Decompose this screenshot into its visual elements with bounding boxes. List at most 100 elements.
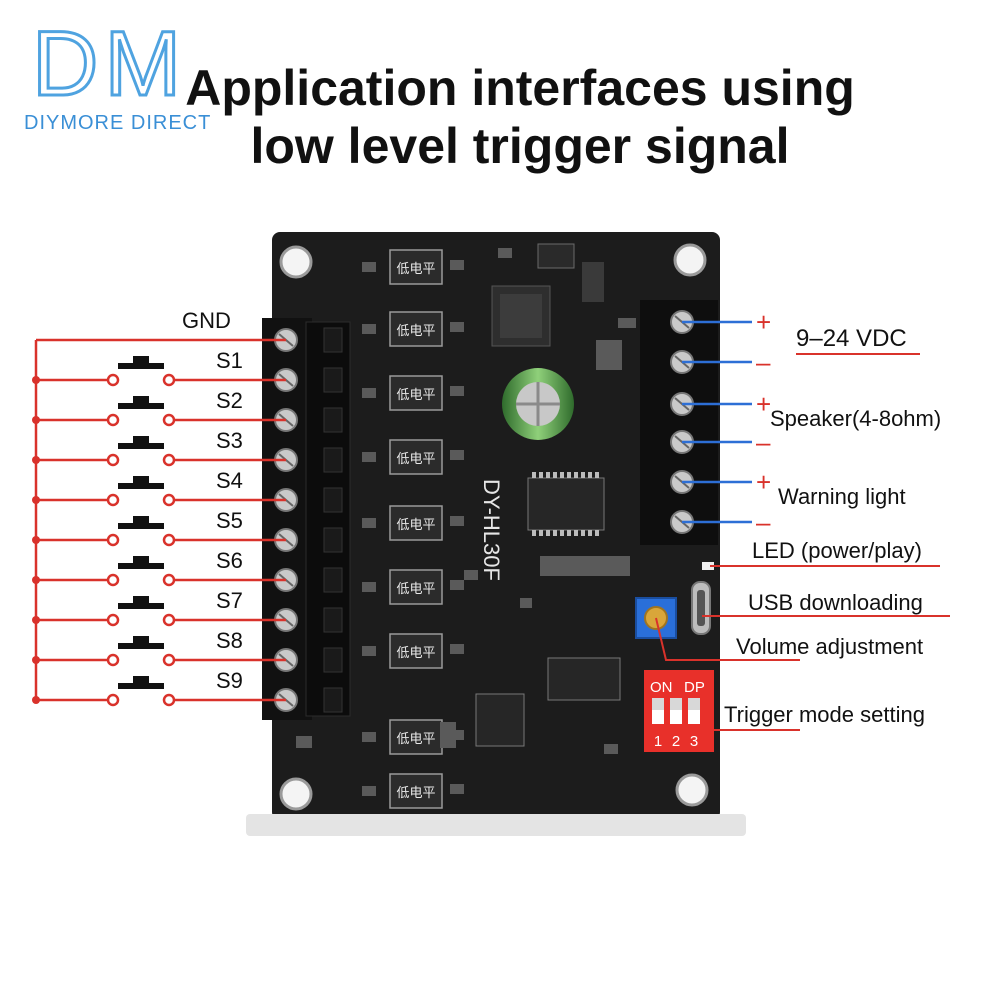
dip-dp-label: DP — [684, 679, 705, 696]
ic-pin — [595, 472, 599, 478]
smd-resistor — [362, 262, 376, 272]
page-title-line2: low level trigger signal — [250, 118, 790, 174]
switch-label-s9: S9 — [216, 668, 243, 693]
ic-pin — [581, 530, 585, 536]
switch-contact — [106, 613, 120, 627]
switch-contact — [162, 453, 176, 467]
pushbutton-bar — [118, 363, 164, 369]
switch-label-s3: S3 — [216, 428, 243, 453]
secondary-ic — [475, 657, 621, 747]
chip-label: 低电平 — [396, 387, 435, 402]
switch-contact — [106, 413, 120, 427]
ic-pin — [546, 530, 550, 536]
switch-contact — [106, 573, 120, 587]
volume-leader — [655, 617, 800, 661]
trigger-mode-label: Trigger mode setting — [724, 702, 925, 727]
chip-label: 低电平 — [396, 581, 435, 596]
smd-resistor — [450, 516, 464, 526]
ic-pin — [560, 530, 564, 536]
electrolytic-capacitor — [502, 368, 574, 440]
voltage-regulator — [491, 243, 604, 347]
chip-label: 低电平 — [396, 261, 435, 276]
chip-label: 低电平 — [396, 451, 435, 466]
minus-sign: – — [756, 347, 771, 377]
smd-resistor — [450, 644, 464, 654]
terminal-slot — [323, 527, 343, 553]
ic-pin — [581, 472, 585, 478]
ic-pin — [539, 530, 543, 536]
smd-resistor — [450, 260, 464, 270]
switch-contact — [162, 533, 176, 547]
switch-contact — [106, 373, 120, 387]
ic-pin — [546, 472, 550, 478]
pushbutton-cap — [133, 676, 149, 684]
chip-label: 低电平 — [396, 731, 435, 746]
switch-label-s6: S6 — [216, 548, 243, 573]
switch-contact — [162, 573, 176, 587]
ic-pin — [574, 530, 578, 536]
smd-resistor — [450, 784, 464, 794]
pushbutton-cap — [133, 396, 149, 404]
usb-port — [691, 581, 711, 635]
terminal-slot — [323, 647, 343, 673]
gnd-label: GND — [182, 308, 231, 333]
smd-resistor — [450, 450, 464, 460]
minus-sign: – — [756, 507, 771, 537]
switch-label-s7: S7 — [216, 588, 243, 613]
ic-pin — [532, 472, 536, 478]
plus-sign: + — [756, 389, 771, 419]
pushbutton-bar — [118, 683, 164, 689]
switch-label-s2: S2 — [216, 388, 243, 413]
pushbutton-cap — [133, 556, 149, 564]
terminal-slot — [323, 567, 343, 593]
terminal-slot — [323, 407, 343, 433]
switch-label-s4: S4 — [216, 468, 243, 493]
usb-label: USB downloading — [748, 590, 923, 615]
optocoupler — [389, 505, 443, 541]
switch-label-s1: S1 — [216, 348, 243, 373]
chip-label: 低电平 — [396, 785, 435, 800]
terminal-slot — [323, 687, 343, 713]
page-title-line1: Application interfaces using — [185, 60, 855, 116]
terminal-slot — [323, 487, 343, 513]
terminal-slot — [323, 607, 343, 633]
left-wiring — [32, 338, 286, 707]
dip-key-toggle — [670, 698, 682, 710]
ic-pin — [588, 472, 592, 478]
warning-light-label: Warning light — [778, 484, 906, 509]
smd-resistor — [450, 386, 464, 396]
right-terminal-block — [640, 300, 718, 545]
optocoupler — [389, 375, 443, 411]
terminal-slot — [323, 447, 343, 473]
pushbutton-bar — [118, 523, 164, 529]
pushbutton-cap — [133, 596, 149, 604]
ic-pin — [574, 472, 578, 478]
switch-contact — [162, 613, 176, 627]
pushbutton-cap — [133, 476, 149, 484]
optocoupler — [389, 719, 443, 755]
smd-resistor — [450, 580, 464, 590]
smd-resistor — [362, 452, 376, 462]
chip-label: 低电平 — [396, 517, 435, 532]
ic-pin — [567, 472, 571, 478]
switch-contact — [106, 653, 120, 667]
switch-contact — [106, 693, 120, 707]
chip-label: 低电平 — [396, 323, 435, 338]
power-label: 9–24 VDC — [796, 325, 907, 352]
switch-contact — [162, 693, 176, 707]
dip-key-toggle — [688, 698, 700, 710]
ic-pin — [588, 530, 592, 536]
smd-components — [296, 248, 636, 754]
pushbutton-bar — [118, 443, 164, 449]
dip-number: 2 — [672, 733, 680, 750]
ic-pin — [553, 472, 557, 478]
smd-resistor — [450, 322, 464, 332]
ic-pin — [560, 472, 564, 478]
dip-number: 3 — [690, 733, 698, 750]
ic-pin — [539, 472, 543, 478]
ic-pin — [567, 530, 571, 536]
pushbutton-bar — [118, 563, 164, 569]
smd-resistor — [450, 730, 464, 740]
dip-number: 1 — [654, 733, 662, 750]
